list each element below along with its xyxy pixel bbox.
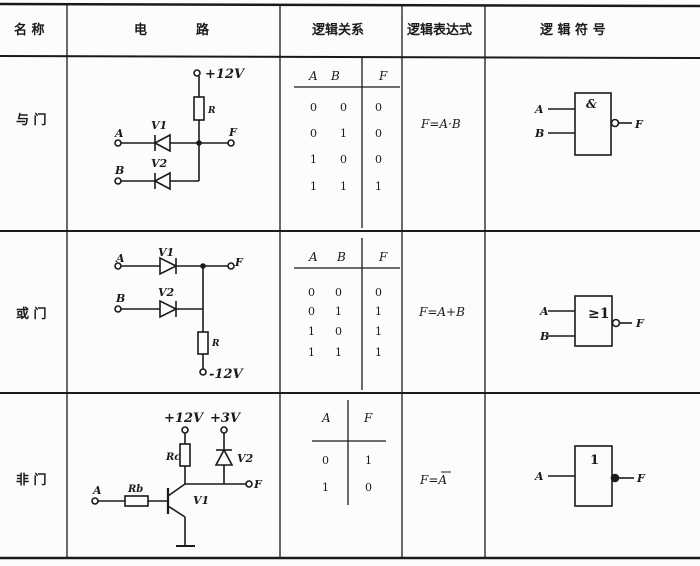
cell: 0 xyxy=(375,153,382,166)
diode-v2-label: V2 xyxy=(158,286,175,299)
symbol-input-a: A xyxy=(534,470,544,483)
input-a-label: A xyxy=(115,252,125,265)
cell: 1 xyxy=(375,180,382,193)
header-circuit-1: 电 xyxy=(134,22,147,38)
output-f-label: F xyxy=(253,478,263,491)
cell: 1 xyxy=(308,346,315,359)
cell: 1 xyxy=(365,454,372,467)
supply-3v-label: +3V xyxy=(210,411,242,426)
output-f-label: F xyxy=(228,126,238,139)
and-gate-circuit xyxy=(114,69,235,191)
resistor-label: R xyxy=(207,106,216,116)
header-expression: 逻辑表达式 xyxy=(407,22,472,38)
truth-table-not: A F 0 1 1 0 xyxy=(321,411,373,494)
or-gate-symbol xyxy=(548,295,632,347)
header-logic-relation: 逻辑关系 xyxy=(312,22,364,38)
col-f: F xyxy=(378,69,388,83)
or-gate-circuit xyxy=(114,256,235,376)
symbol-output-f: F xyxy=(635,317,645,330)
cell: 0 xyxy=(340,153,347,166)
symbol-input-b: B xyxy=(539,330,549,343)
cell: 1 xyxy=(308,325,315,338)
cell: 1 xyxy=(375,305,382,318)
cell: 1 xyxy=(322,481,329,494)
supply-label: -12V xyxy=(209,367,244,382)
cell: 1 xyxy=(335,346,342,359)
supply-12v-label: +12V xyxy=(164,411,205,426)
col-a: A xyxy=(308,69,318,83)
cell: 0 xyxy=(340,101,347,114)
symbol-output-f: F xyxy=(636,472,646,485)
cell: 1 xyxy=(375,325,382,338)
input-a-label: A xyxy=(114,127,124,140)
cell: 0 xyxy=(375,101,382,114)
resistor-rc-label: Rc xyxy=(165,452,180,463)
cell: 0 xyxy=(365,481,372,494)
cell: 0 xyxy=(375,127,382,140)
col-a: A xyxy=(321,411,331,425)
diode-v2-label: V2 xyxy=(237,452,254,465)
output-f-label: F xyxy=(234,256,244,269)
cell: 0 xyxy=(375,286,382,299)
truth-table-or: A B F 0 0 0 0 1 1 1 0 1 1 1 1 xyxy=(308,250,388,359)
symbol-input-a: A xyxy=(539,305,549,318)
input-a-label: A xyxy=(92,484,102,497)
expression-and: F=A·B xyxy=(420,117,461,131)
col-f: F xyxy=(378,250,388,264)
header-symbol: 逻 辑 符 号 xyxy=(540,22,606,38)
symbol-input-a: A xyxy=(534,103,544,116)
gate-label: ≥1 xyxy=(588,306,609,322)
cell: 1 xyxy=(310,153,317,166)
symbol-input-b: B xyxy=(534,127,544,140)
col-b: B xyxy=(330,69,340,83)
col-a: A xyxy=(308,250,318,264)
symbol-output-f: F xyxy=(634,118,644,131)
gate-name-or: 或 门 xyxy=(16,306,47,322)
cell: 0 xyxy=(310,127,317,140)
cell: 0 xyxy=(335,325,342,338)
cell: 1 xyxy=(340,127,347,140)
cell: 0 xyxy=(322,454,329,467)
gate-label: 1 xyxy=(590,453,599,468)
col-b: B xyxy=(336,250,346,264)
resistor-rb-label: Rb xyxy=(127,484,143,495)
gate-name-and: 与 门 xyxy=(16,112,47,128)
and-gate-symbol xyxy=(548,92,632,156)
diode-v1-label: V1 xyxy=(158,246,174,259)
cell: 0 xyxy=(308,286,315,299)
not-gate-circuit xyxy=(91,426,253,547)
gate-name-not: 非 门 xyxy=(16,472,47,488)
supply-label: +12V xyxy=(205,67,246,82)
cell: 1 xyxy=(375,346,382,359)
header-circuit-2: 路 xyxy=(196,22,210,38)
cell: 1 xyxy=(310,180,317,193)
transistor-v1-label: V1 xyxy=(193,494,209,507)
header-name: 名 称 xyxy=(14,22,45,38)
cell: 0 xyxy=(335,286,342,299)
diode-v2-label: V2 xyxy=(151,157,168,170)
col-f: F xyxy=(363,411,373,425)
gate-label: & xyxy=(586,97,597,111)
expression-or: F=A+B xyxy=(418,305,465,319)
cell: 1 xyxy=(340,180,347,193)
truth-table-and: A B F 0 0 0 0 1 0 1 0 0 1 1 1 xyxy=(308,69,388,193)
resistor-label: R xyxy=(211,339,220,349)
input-b-label: B xyxy=(114,164,124,177)
diode-v1-label: V1 xyxy=(151,119,167,132)
expression-not: F=A xyxy=(419,473,447,487)
cell: 0 xyxy=(308,305,315,318)
cell: 0 xyxy=(310,101,317,114)
input-b-label: B xyxy=(115,292,125,305)
cell: 1 xyxy=(335,305,342,318)
not-gate-symbol xyxy=(548,445,634,507)
